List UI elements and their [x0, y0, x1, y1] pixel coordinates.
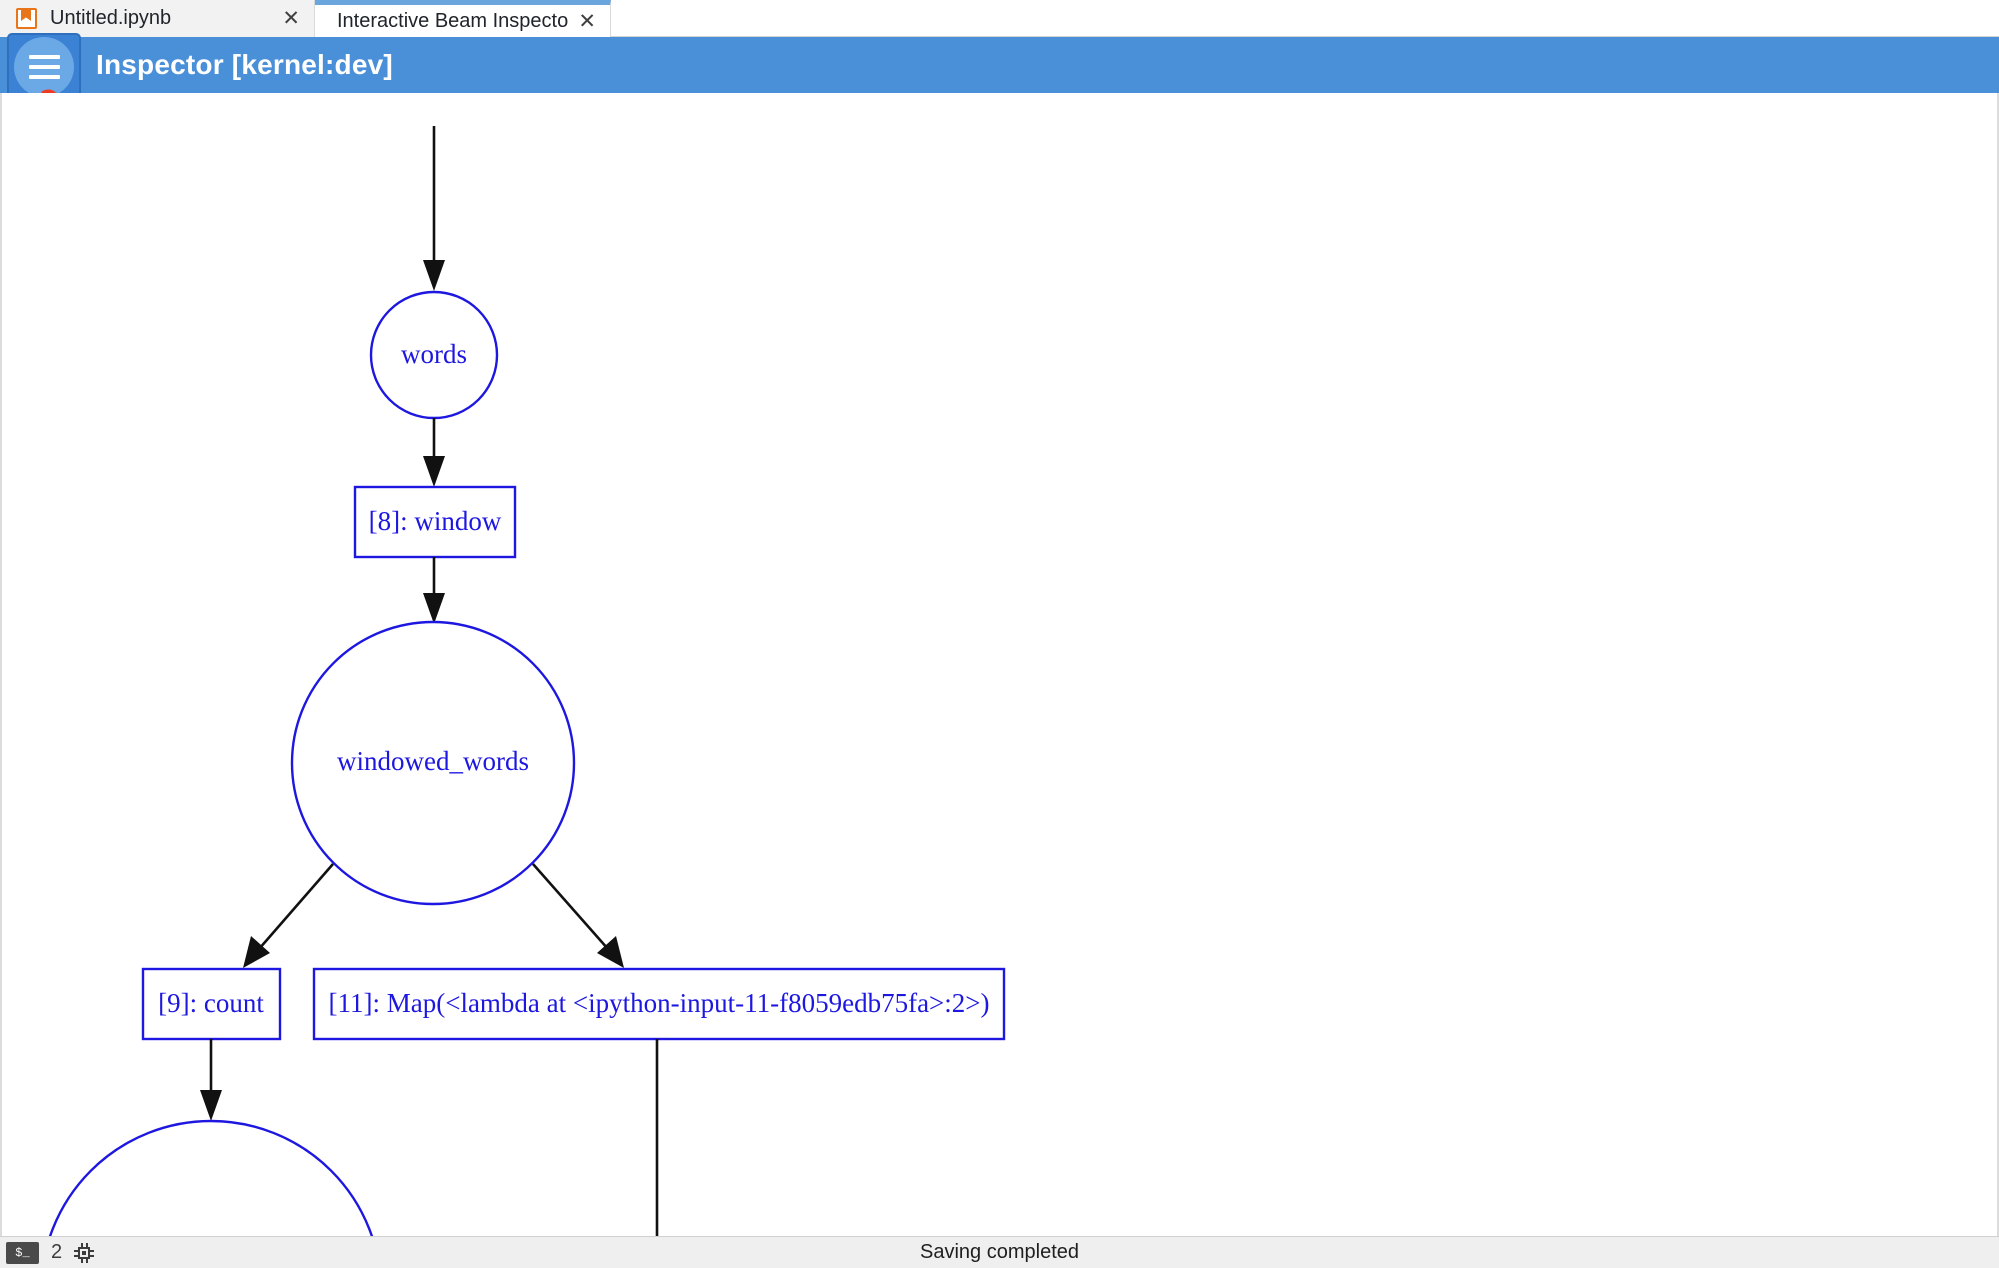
- node-window-shape: [353, 485, 517, 559]
- node-map-shape: [312, 967, 1006, 1041]
- status-bar: $_ 2 Saving completed: [0, 1236, 1999, 1268]
- edge-words-to-window: [423, 418, 445, 487]
- hamburger-menu-button[interactable]: [7, 33, 81, 101]
- node-window-label: [8]: window: [369, 506, 502, 536]
- edge-window-to-windowed-words: [423, 557, 445, 624]
- node-words[interactable]: words: [369, 290, 499, 420]
- node-window[interactable]: [8]: window: [353, 485, 517, 559]
- node-windowed-words-label: windowed_words: [337, 746, 529, 776]
- node-windowed-words-shape: [290, 620, 576, 906]
- graph-svg: words [8]: window windowed_words: [41, 126, 1006, 1236]
- tab-bar-filler: [611, 0, 1999, 36]
- close-icon[interactable]: ✕: [282, 7, 300, 30]
- page-title: Inspector [kernel:dev]: [96, 49, 393, 80]
- node-count[interactable]: [9]: count: [141, 967, 282, 1041]
- status-terminal-count: 2: [51, 1241, 63, 1263]
- node-windowed-word-counts[interactable]: windowed_word_counts: [41, 1119, 381, 1236]
- tab-bar: Untitled.ipynb ✕ Interactive Beam Inspec…: [0, 0, 1999, 37]
- edge-count-to-windowed-word-counts: [200, 1039, 222, 1121]
- node-windowed-word-counts-shape: [48, 1119, 374, 1236]
- edge-windowed-words-to-map: [532, 863, 624, 968]
- notebook-icon: [16, 8, 37, 29]
- node-windowed-words[interactable]: windowed_words: [290, 620, 576, 906]
- node-map[interactable]: [11]: Map(<lambda at <ipython-input-11-f…: [312, 967, 1006, 1041]
- inspector-header: Inspector [kernel:dev]: [0, 33, 1999, 101]
- terminal-icon[interactable]: $_: [6, 1241, 39, 1264]
- hamburger-menu-icon: [28, 49, 60, 85]
- status-bar-left: $_ 2: [0, 1241, 95, 1264]
- tab-interactive-beam-inspector[interactable]: Interactive Beam Inspector ✕: [315, 0, 611, 37]
- edge-entry-to-words: [423, 126, 445, 291]
- node-map-label: [11]: Map(<lambda at <ipython-input-11-f…: [329, 988, 990, 1018]
- close-icon[interactable]: ✕: [578, 9, 596, 33]
- tab-label: Untitled.ipynb: [50, 7, 172, 29]
- node-words-label: words: [401, 339, 467, 369]
- node-count-label: [9]: count: [158, 988, 264, 1018]
- tab-untitled-ipynb[interactable]: Untitled.ipynb ✕: [0, 0, 315, 37]
- tab-label: Interactive Beam Inspector: [337, 9, 569, 32]
- edge-windowed-words-to-count: [243, 863, 334, 968]
- edge-map-to-unnamed: [655, 1039, 659, 1236]
- kernel-chip-icon[interactable]: [74, 1242, 95, 1263]
- status-message: Saving completed: [920, 1241, 1079, 1263]
- node-count-shape: [141, 967, 282, 1041]
- beam-pipeline-graph[interactable]: words [8]: window windowed_words: [0, 93, 1999, 1236]
